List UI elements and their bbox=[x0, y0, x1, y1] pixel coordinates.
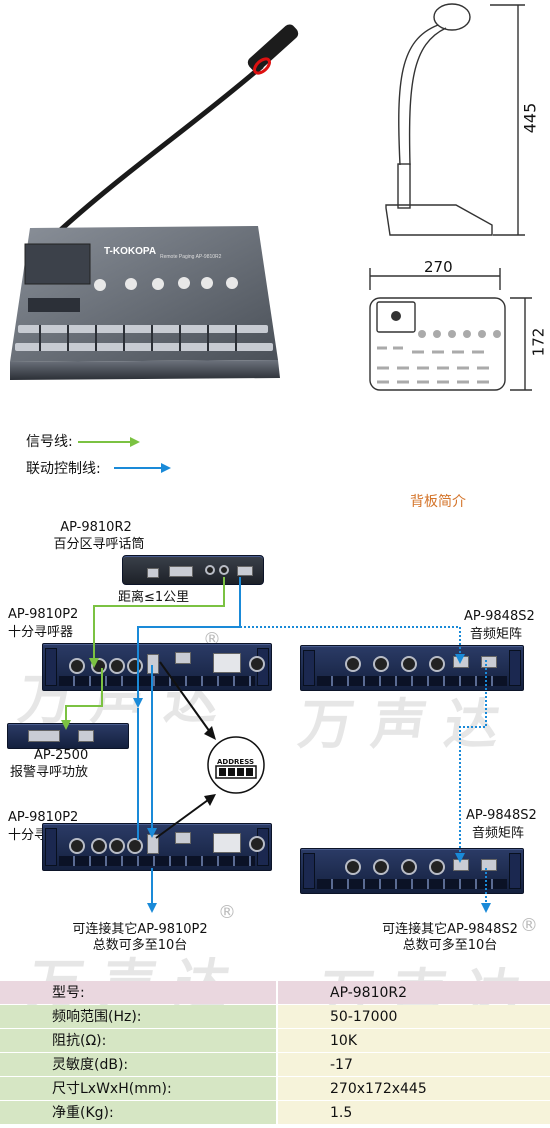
p2b-model-label: AP-9810P2 bbox=[8, 810, 79, 825]
p2a-name-label: 十分寻呼器 bbox=[8, 625, 74, 640]
p2b-rear-panel bbox=[42, 823, 272, 871]
watermark-2: 万 声 达 bbox=[294, 692, 504, 756]
mic-name-label: 百分区寻呼话筒 bbox=[53, 537, 145, 552]
legend-control-label: 联动控制线: bbox=[26, 461, 101, 477]
dim-height: 445 bbox=[520, 102, 540, 134]
spec-row: 灵敏度(dB): -17 bbox=[0, 1053, 550, 1077]
mic-model-label: AP-9810R2 bbox=[60, 520, 132, 535]
spec-row: 阻抗(Ω): 10K bbox=[0, 1029, 550, 1053]
watermark-mark-2: ® bbox=[520, 915, 538, 936]
left-note-1: 可连接其它AP-9810P2 bbox=[72, 922, 208, 937]
spec-row: 型号: AP-9810R2 bbox=[0, 981, 550, 1005]
amp-model-label: AP-2500 bbox=[34, 748, 89, 763]
amp-rear-panel bbox=[7, 723, 129, 749]
left-note-2: 总数可多至10台 bbox=[92, 938, 188, 953]
spec-row: 净重(Kg): 1.5 bbox=[0, 1101, 550, 1125]
spec-value: AP-9810R2 bbox=[276, 981, 550, 1004]
spec-value: 270x172x445 bbox=[276, 1077, 550, 1100]
spec-key: 频响范围(Hz): bbox=[0, 1005, 276, 1028]
right-note-1: 可连接其它AP-9848S2 bbox=[382, 922, 518, 937]
legend-signal-label: 信号线: bbox=[26, 434, 73, 450]
spec-key: 阻抗(Ω): bbox=[0, 1029, 276, 1052]
spec-table: 型号: AP-9810R2 频响范围(Hz): 50-17000 阻抗(Ω): … bbox=[0, 981, 550, 1128]
brand-label: T-KOKOPA bbox=[104, 246, 156, 257]
s2b-rear-panel bbox=[300, 848, 524, 894]
address-label: ADDRESS bbox=[217, 758, 254, 766]
s2b-name-label: 音频矩阵 bbox=[472, 826, 525, 841]
p2a-rear-panel bbox=[42, 643, 272, 691]
right-note-2: 总数可多至10台 bbox=[402, 938, 498, 953]
mic-console-rear bbox=[122, 555, 264, 585]
spec-row: 尺寸LxWxH(mm): 270x172x445 bbox=[0, 1077, 550, 1101]
spec-value: 10K bbox=[276, 1029, 550, 1052]
s2a-model-label: AP-9848S2 bbox=[464, 609, 535, 624]
s2a-name-label: 音频矩阵 bbox=[470, 627, 523, 642]
p2a-model-label: AP-9810P2 bbox=[8, 607, 79, 622]
distance-label: 距离≤1公里 bbox=[118, 590, 190, 605]
spec-key: 型号: bbox=[0, 981, 276, 1004]
spec-key: 净重(Kg): bbox=[0, 1101, 276, 1124]
s2b-model-label: AP-9848S2 bbox=[466, 808, 537, 823]
dim-depth: 172 bbox=[529, 327, 548, 357]
console-front bbox=[10, 360, 280, 380]
product-photo: T-KOKOPA Remote Paging AP-9810R2 bbox=[10, 24, 299, 380]
spec-key: 灵敏度(dB): bbox=[0, 1053, 276, 1076]
s2a-rear-panel bbox=[300, 645, 524, 691]
section-title: 背板简介 bbox=[410, 494, 466, 510]
console-label: Remote Paging AP-9810R2 bbox=[160, 254, 222, 260]
dimension-drawing bbox=[369, 3, 532, 391]
spec-row: 频响范围(Hz): 50-17000 bbox=[0, 1005, 550, 1029]
spec-value: -17 bbox=[276, 1053, 550, 1076]
spec-key: 尺寸LxWxH(mm): bbox=[0, 1077, 276, 1100]
watermark-mark-3: ® bbox=[218, 902, 236, 923]
legend-arrows bbox=[78, 437, 171, 473]
spec-value: 50-17000 bbox=[276, 1005, 550, 1028]
spec-value: 1.5 bbox=[276, 1101, 550, 1124]
dim-width: 270 bbox=[424, 258, 453, 276]
amp-name-label: 报警寻呼功放 bbox=[10, 765, 89, 780]
